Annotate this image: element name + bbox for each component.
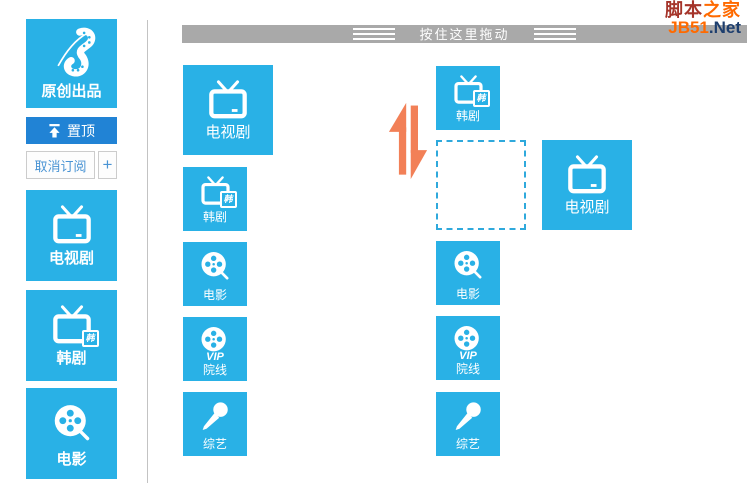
pin-button-label: 置顶	[67, 122, 95, 139]
microphone-icon	[451, 399, 485, 433]
film-swan-icon	[46, 26, 98, 78]
unsubscribe-label: 取消订阅	[34, 158, 87, 174]
subscription-actions: 取消订阅 +	[26, 151, 117, 179]
source-tile-tv-drama[interactable]: 电视剧	[183, 65, 273, 155]
film-reel-vip-icon: VIP	[450, 322, 486, 362]
target-tile-tv-drama-dragging[interactable]: 电视剧	[542, 140, 632, 230]
pin-to-top-button[interactable]: 置顶	[26, 117, 117, 144]
plus-icon: +	[102, 155, 113, 174]
target-tile-cinema-vip[interactable]: VIP 院线	[436, 316, 500, 380]
logo-text-red: 脚本	[665, 0, 703, 20]
film-reel-icon	[197, 248, 233, 284]
tile-label: 综艺	[455, 436, 480, 451]
tile-label: 电影	[455, 286, 480, 301]
film-reel-vip-icon: VIP	[197, 323, 233, 363]
tv-icon	[50, 205, 94, 245]
tv-korean-icon: 韩	[50, 305, 99, 347]
logo-domain-orange: JB51	[668, 18, 709, 37]
film-reel-icon	[49, 400, 95, 446]
tile-label: 电视剧	[564, 199, 610, 216]
drag-handle-bar[interactable]: 按住这里拖动	[182, 25, 747, 43]
drag-bar-label: 按住这里拖动	[419, 26, 510, 42]
film-reel-icon	[450, 247, 486, 283]
sidebar: 原创出品 置顶 取消订阅 +	[26, 19, 117, 479]
sidebar-tile-tv-drama[interactable]: 电视剧	[26, 190, 117, 281]
source-tile-variety[interactable]: 综艺	[183, 392, 247, 456]
tile-label: 综艺	[202, 436, 227, 451]
target-column: 韩 韩剧 电影	[436, 66, 526, 466]
korean-badge: 韩	[81, 330, 99, 347]
vip-badge: VIP	[206, 350, 224, 363]
tile-label: 电视剧	[205, 124, 251, 141]
swap-arrows-icon	[388, 99, 428, 188]
logo-domain-navy: .Net	[708, 18, 741, 37]
tv-korean-icon: 韩	[452, 74, 490, 107]
tile-label: 院线	[455, 361, 480, 376]
tv-korean-icon: 韩	[199, 175, 237, 208]
source-tile-cinema-vip[interactable]: VIP 院线	[183, 317, 247, 381]
target-tile-movie[interactable]: 电影	[436, 241, 500, 305]
microphone-icon	[198, 399, 232, 433]
sidebar-tile-korean-drama[interactable]: 韩 韩剧	[26, 290, 117, 381]
logo-text-orange: 之家	[703, 0, 741, 20]
tile-label: 电影	[202, 287, 227, 302]
target-tile-variety[interactable]: 综艺	[436, 392, 500, 456]
source-column: 电视剧 韩 韩剧 电影	[183, 65, 273, 467]
add-button[interactable]: +	[98, 151, 117, 179]
sidebar-tile-movie[interactable]: 电影	[26, 388, 117, 479]
target-tile-korean-drama[interactable]: 韩 韩剧	[436, 66, 500, 130]
vertical-divider	[147, 20, 148, 483]
site-logo-title: 脚本之家	[665, 0, 741, 20]
tv-icon	[206, 80, 250, 120]
tile-label: 电视剧	[48, 250, 94, 267]
grip-lines-icon	[533, 28, 576, 40]
tile-label: 韩剧	[455, 108, 480, 123]
tv-icon	[565, 155, 609, 195]
brand-tile-label: 原创出品	[41, 83, 102, 100]
vip-badge: VIP	[459, 349, 477, 362]
source-tile-movie[interactable]: 电影	[183, 242, 247, 306]
korean-badge: 韩	[219, 190, 237, 208]
tile-label: 韩剧	[56, 350, 87, 367]
unsubscribe-button[interactable]: 取消订阅	[26, 151, 95, 179]
tile-label: 电影	[56, 451, 87, 468]
original-production-tile[interactable]: 原创出品	[26, 19, 117, 108]
drop-placeholder-slot[interactable]	[436, 140, 526, 230]
site-logo: 脚本之家 JB51.Net	[665, 0, 741, 36]
korean-badge: 韩	[472, 89, 490, 107]
pin-top-arrow-icon	[48, 123, 61, 138]
tile-label: 韩剧	[202, 209, 227, 224]
site-logo-domain: JB51.Net	[665, 19, 741, 36]
source-tile-korean-drama[interactable]: 韩 韩剧	[183, 167, 247, 231]
grip-lines-icon	[353, 28, 396, 40]
tile-label: 院线	[202, 362, 227, 377]
